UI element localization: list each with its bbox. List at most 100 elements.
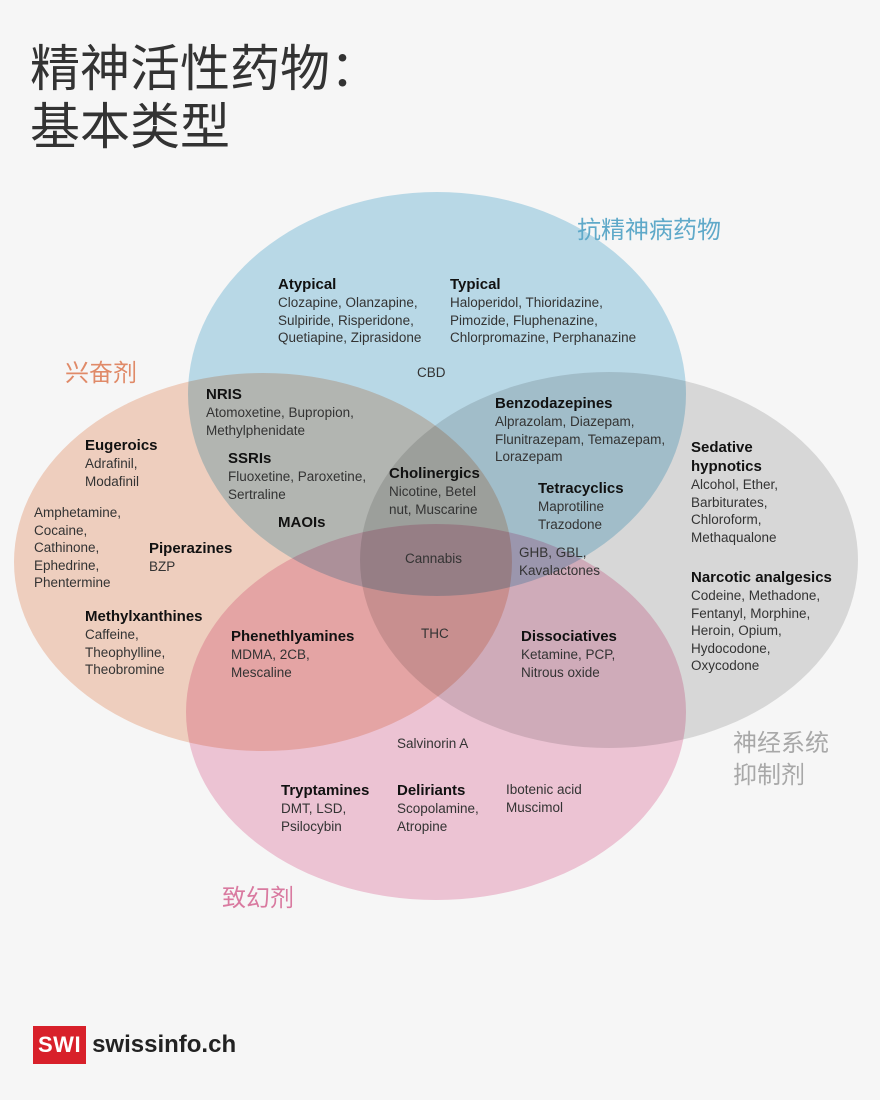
drug-line: Theophylline, — [85, 644, 166, 660]
drug-line: Chloroform, — [691, 512, 762, 527]
drug-line: Kavalactones — [519, 562, 601, 578]
group-title: Deliriants — [397, 782, 466, 799]
drug-line: Lorazepam — [495, 449, 563, 464]
group-title: Piperazines — [149, 540, 233, 557]
group-nris: NRIS Atomoxetine, Bupropion, Methylphenida… — [206, 385, 354, 439]
drug-line: Methaqualone — [691, 529, 777, 545]
page-title: 精神活性药物： 基本类型 — [30, 40, 380, 156]
group-title: Typical — [450, 276, 501, 293]
group-title: Dissociatives — [521, 628, 617, 645]
group-title: SSRIs — [228, 450, 272, 467]
swissinfo-logo[interactable]: SWI swissinfo.ch — [33, 1026, 236, 1064]
drug-line: Codeine, Methadone, — [691, 588, 821, 603]
drug-line: Ibotenic acid — [506, 782, 582, 797]
group-title: Sedative — [691, 439, 753, 456]
drug-line: Oxycodone — [691, 658, 760, 673]
drug-line: Nitrous oxide — [521, 664, 600, 680]
group-title: Tryptamines — [281, 782, 370, 799]
group-title: Benzodazepines — [495, 395, 613, 412]
drug-thc: THC — [421, 626, 449, 641]
group-maois: MAOIs — [278, 513, 326, 532]
swi-badge: SWI — [33, 1026, 87, 1064]
group-title: Methylxanthines — [85, 608, 203, 625]
group-title: Eugeroics — [85, 437, 158, 454]
drug-line: Phentermine — [34, 575, 111, 590]
drug-line: Ephedrine, — [34, 557, 100, 573]
drug-line: Alprazolam, Diazepam, — [495, 414, 635, 429]
category-hallucinogens: 致幻剂 — [222, 884, 294, 912]
drug-line: Nicotine, Betel — [389, 484, 477, 499]
drug-line: Fluoxetine, Paroxetine, — [228, 469, 367, 484]
title-line-2: 基本类型 — [30, 98, 230, 156]
drug-line: BZP — [149, 559, 176, 574]
drug-line: Theobromine — [85, 662, 165, 677]
drug-line: Pimozide, Fluphenazine, — [450, 312, 598, 328]
drug-line: Muscimol — [506, 799, 564, 815]
drug-line: Amphetamine, — [34, 505, 122, 520]
logo-text: swissinfo.ch — [92, 1031, 237, 1058]
category-stimulants: 兴奋剂 — [65, 359, 137, 387]
drug-line: MDMA, 2CB, — [231, 647, 310, 662]
drug-line: Atomoxetine, Bupropion, — [206, 405, 354, 420]
drug-line: Cocaine, — [34, 522, 88, 538]
drug-line: DMT, LSD, — [281, 801, 347, 816]
drug-line: Adrafinil, — [85, 456, 138, 471]
drug-line: Ketamine, PCP, — [521, 647, 616, 662]
group-title: Atypical — [278, 276, 337, 293]
drug-line: nut, Muscarine — [389, 501, 478, 517]
drug-line: Hydocodone, — [691, 640, 771, 656]
drug-line: Flunitrazepam, Temazepam, — [495, 431, 666, 447]
drug-line: Caffeine, — [85, 627, 139, 642]
drug-line: Modafinil — [85, 473, 140, 489]
group-ghb: GHB, GBL, Kavalactones — [519, 544, 600, 579]
group-title: hypnotics — [691, 458, 762, 475]
drug-line: Sertraline — [228, 486, 286, 502]
group-title: MAOIs — [278, 514, 326, 531]
drug-line: Maprotiline — [538, 499, 605, 514]
category-antipsychotics: 抗精神病药物 — [577, 216, 721, 244]
group-title: Phenethlyamines — [231, 628, 355, 645]
hallucinogens-ellipse — [186, 524, 686, 900]
category-depressants-line1: 神经系统 — [733, 729, 829, 757]
drug-cbd: CBD — [417, 365, 446, 380]
drug-line: Mescaline — [231, 664, 292, 680]
group-title: Narcotic analgesics — [691, 569, 832, 586]
drug-line: Scopolamine, — [397, 801, 479, 816]
drug-line: GHB, GBL, — [519, 545, 587, 560]
category-depressants-line2: 抑制剂 — [733, 761, 805, 789]
drug-line: Alcohol, Ether, — [691, 477, 779, 492]
category-depressants: 神经系统 抑制剂 — [733, 727, 829, 791]
drug-cannabis: Cannabis — [405, 551, 463, 566]
drug-line: Heroin, Opium, — [691, 623, 782, 638]
title-line-1: 精神活性药物： — [30, 40, 380, 98]
drug-salvinorin-a: Salvinorin A — [397, 736, 469, 751]
drug-line: Cathinone, — [34, 540, 100, 555]
group-title: Tetracyclics — [538, 480, 624, 497]
drug-line: Chlorpromazine, Perphanazine — [450, 330, 637, 345]
drug-line: Psilocybin — [281, 818, 342, 834]
drug-line: Sulpiride, Risperidone, — [278, 312, 414, 328]
drug-line: Trazodone — [538, 516, 603, 532]
drug-line: Clozapine, Olanzapine, — [278, 295, 418, 310]
group-amphetamines: Amphetamine, Cocaine, Cathinone, Ephedrine,… — [34, 504, 121, 592]
drug-line: Haloperidol, Thioridazine, — [450, 295, 603, 310]
drug-line: Methylphenidate — [206, 422, 306, 438]
group-title: NRIS — [206, 386, 242, 403]
